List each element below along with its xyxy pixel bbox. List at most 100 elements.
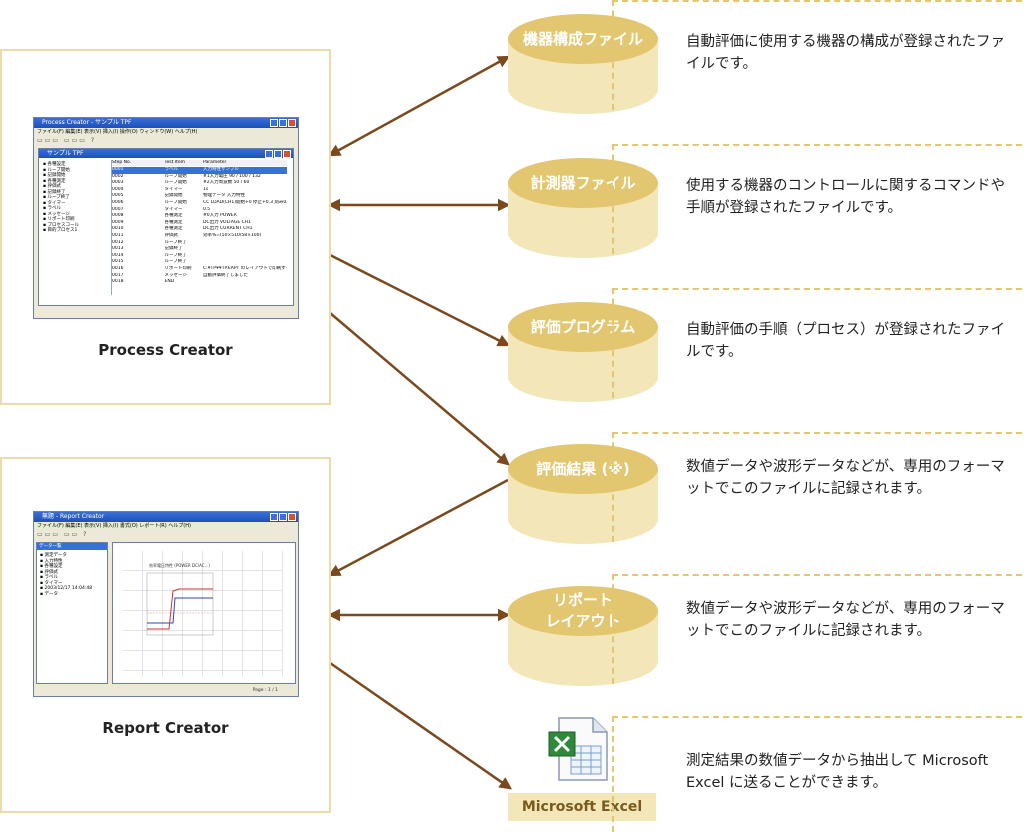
tree-item: ▪ メッセージ (43, 211, 70, 217)
arrow-result-in (329, 312, 510, 466)
table-cell: CC LOAD(CH1)開始+0 停止+0.3 刻み0.05 (203, 199, 287, 205)
file-result: 評価結果 (※) (508, 444, 658, 544)
table-cell: 物理データ 入力特性 (203, 193, 245, 199)
table-cell (203, 240, 287, 247)
table-cell: DC出力 VOLTAGE CH1 (203, 219, 252, 225)
data-list-panel: データ一覧 ▪ 測定データ▪ 入力特性▪ 各種設定▪ 評価式▪ ラベル▪ タイマ… (36, 542, 108, 684)
inner-titlebar: サンプル TPF (39, 149, 293, 158)
desc-config: 自動評価に使用する機器の構成が登録されたファイルです。 (686, 34, 1005, 72)
table-cell (203, 279, 287, 286)
toolbar-icons: ▭▭▭ ▭▭▭ ? (37, 137, 97, 144)
tree-item: ▪ ラベル (43, 206, 61, 211)
table-cell: ループ終了 (164, 259, 187, 265)
tree-item: ▪ プロセスコール (43, 222, 79, 228)
tree-item: ▪ 測定データ (40, 553, 67, 558)
tree-item: ▪ リポート印刷 (43, 217, 75, 222)
table-cell: ラベル (164, 167, 179, 172)
process-creator-screenshot: Process Creator - サンプル TPF ファイル(F) 編集(E)… (33, 117, 299, 319)
report-canvas: 効率電圧特性 (POWER DC/AC...) (112, 542, 296, 684)
column-header: Parameter (203, 160, 227, 165)
maximize-icon (274, 150, 282, 158)
table-cell: 0010 (112, 226, 124, 232)
table-cell: 0013 (112, 246, 124, 252)
table-cell: 0006 (112, 199, 124, 205)
excel-icon (548, 717, 608, 781)
table-cell: ループ終了 (164, 239, 187, 245)
table-cell: #1入力電圧 90 / 100 / 132 (203, 173, 261, 179)
table-cell: END (164, 279, 175, 285)
tree-item: ▪ 各種設定 (43, 162, 66, 167)
file-layout: リポート レイアウト (508, 586, 658, 686)
file-program: 評価プログラム (508, 302, 658, 402)
file-instrument-label: 計測器ファイル (530, 173, 636, 192)
desc-layout: 数値データや波形データなどが、専用のフォーマットでこのファイルに記録されます。 (686, 601, 1005, 639)
table-cell: 0009 (112, 219, 124, 225)
desc-box-config (612, 0, 1022, 110)
table-cell: 0015 (112, 259, 124, 265)
table-cell: 各種測定 (164, 219, 183, 225)
report-creator-box: 無題 - Report Creator ファイル(F) 編集(E) 表示(V) … (0, 457, 331, 813)
toolbar-icons: ▭▭▭ ▭▭ ? (37, 531, 89, 538)
table-cell: タイマー (164, 206, 183, 212)
table-cell: 効率%=(50×510/58×100) (203, 232, 262, 238)
table-cell (203, 253, 287, 260)
inner-window: サンプル TPF ▪ 各種設定▪ ループ開始▪ 記録開始▪ 各種測定▪ 評価式▪… (38, 148, 294, 306)
close-icon (288, 513, 296, 521)
arrow-config-file (327, 55, 511, 157)
table-cell: 0001 (112, 167, 124, 172)
report-creator-screenshot: 無題 - Report Creator ファイル(F) 編集(E) 表示(V) … (33, 511, 299, 697)
panel-title: データ一覧 (37, 543, 107, 550)
process-creator-box: Process Creator - サンプル TPF ファイル(F) 編集(E)… (0, 49, 331, 405)
command-tree: ▪ 各種設定▪ ループ開始▪ 記録開始▪ 各種測定▪ 評価式▪ 記録終了▪ ルー… (43, 162, 109, 234)
table-cell: リポート印刷 (164, 265, 192, 271)
table-cell: メッセージ (164, 272, 187, 278)
minimize-icon (270, 119, 278, 127)
table-cell: 各種測定 (164, 213, 183, 219)
inner-title: サンプル TPF (47, 150, 84, 157)
table-cell: 0018 (112, 279, 124, 285)
window-titlebar: Process Creator - サンプル TPF (34, 118, 298, 128)
process-creator-label: Process Creator (98, 341, 233, 359)
tree-item: ▪ 各種測定 (43, 178, 66, 184)
window-title: 無題 - Report Creator (42, 513, 105, 520)
desc-box-excel (612, 716, 1022, 832)
table-cell: #2入力周波数 50 / 60 (203, 180, 250, 186)
tree-item: ▪ 2003/12/17 14:04:48 (40, 586, 93, 591)
maximize-icon (279, 119, 287, 127)
table-cell: 0.5 (203, 206, 211, 212)
minimize-icon (270, 513, 278, 521)
table-row: 0013 記録終了 (112, 246, 287, 253)
table-cell: 1s (203, 186, 209, 192)
status-bar: Page : 1 / 1 (252, 688, 278, 693)
desc-program: 自動評価の手順（プロセス）が登録されたファイルです。 (686, 322, 1005, 360)
desc-box-instrument (612, 144, 1022, 254)
desc-excel: 測定結果の数値データから抽出して Microsoft Excel に送ることがで… (686, 753, 989, 791)
menu-bar: ファイル(F) 編集(E) 表示(V) 挿入(I) 操作(O) ウィンドウ(W)… (37, 129, 198, 135)
desc-box-result (612, 432, 1022, 542)
table-cell: C:¥TP¥¥TP.EAPT のレイアウトで印刷する (203, 265, 287, 271)
table-cell: 記録終了 (164, 246, 183, 252)
arrow-program (329, 253, 511, 347)
menu-bar: ファイル(F) 編集(E) 表示(V) 挿入(I) 書式(O) レポート(R) … (37, 523, 191, 529)
tree-item: ▪ 入力特性 (40, 558, 63, 564)
table-row: 0009 各種測定 DC出力 VOLTAGE CH1 (112, 220, 287, 227)
table-cell: 各種測定 (164, 226, 183, 232)
minimize-icon (265, 150, 273, 158)
table-cell: 0008 (112, 213, 124, 219)
table-cell: ループ開始 (164, 173, 187, 179)
table-cell: #0入力 POWER (203, 213, 237, 219)
